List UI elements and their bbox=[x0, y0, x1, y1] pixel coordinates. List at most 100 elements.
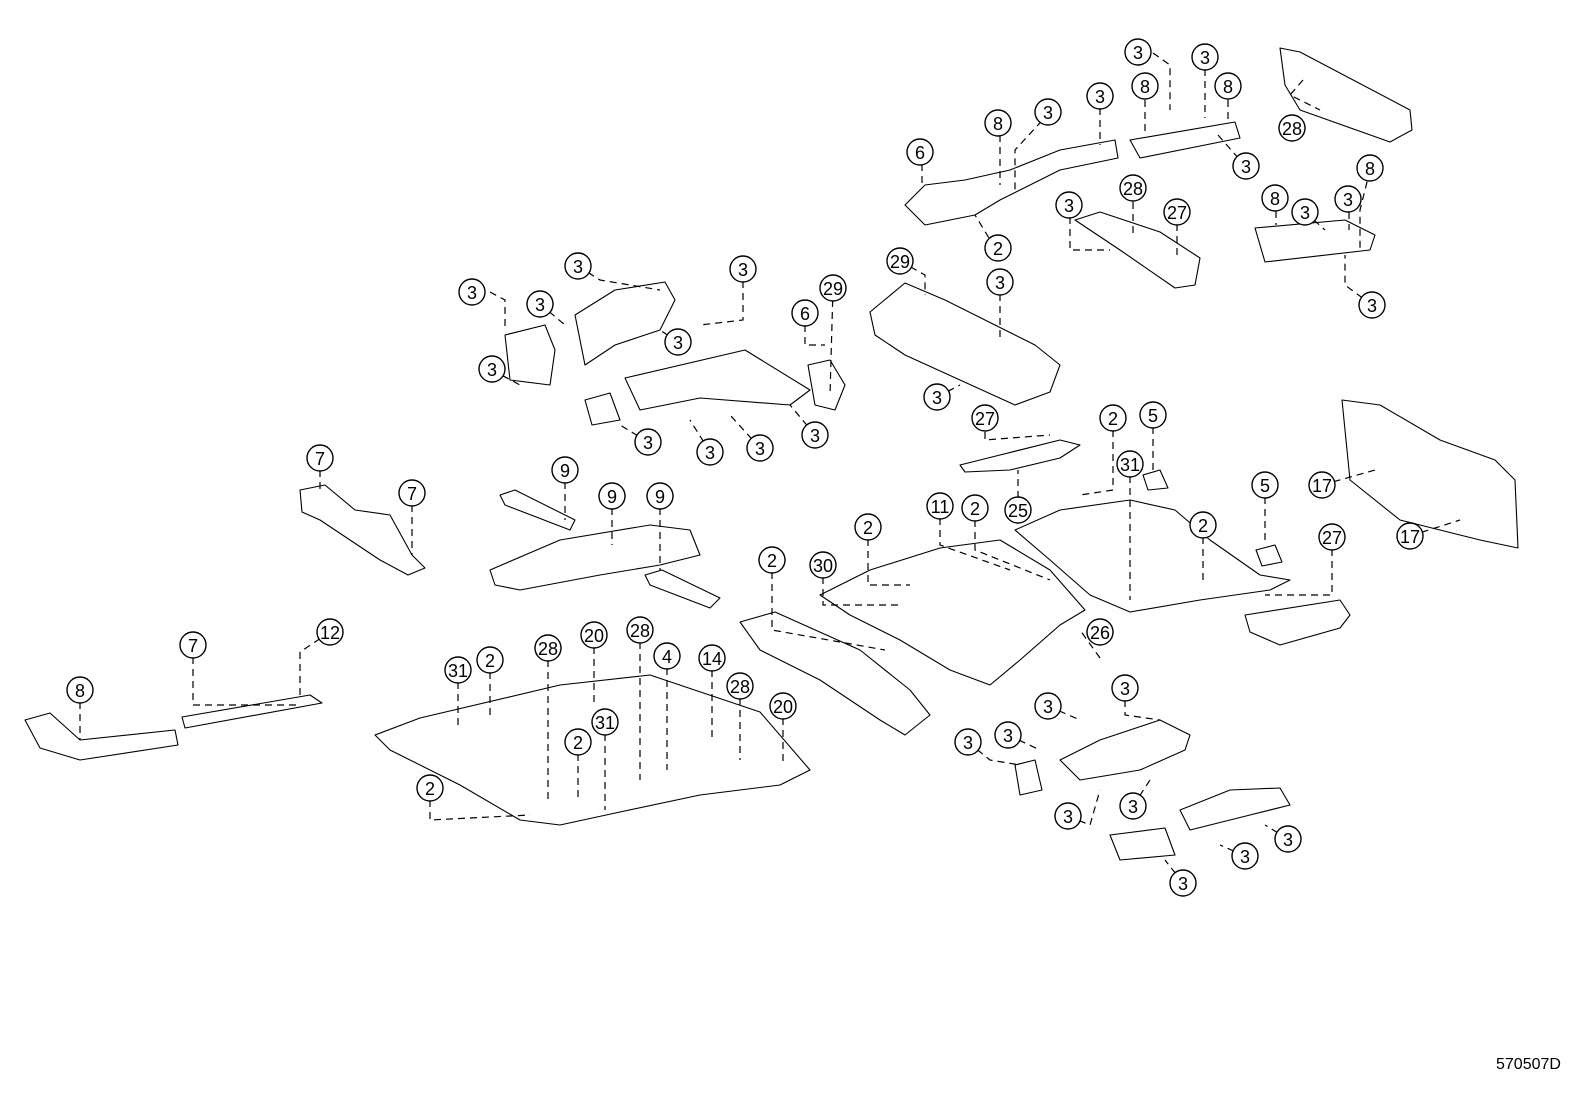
callout-circle bbox=[1308, 471, 1336, 499]
callout-number: 6 bbox=[915, 143, 925, 163]
callout-3: 3 bbox=[1111, 674, 1139, 702]
callout-28: 28 bbox=[1119, 174, 1147, 202]
short-member-outline bbox=[644, 569, 721, 609]
callout-circle bbox=[1116, 450, 1144, 478]
callout-number: 3 bbox=[467, 283, 477, 303]
callout-number: 31 bbox=[448, 661, 468, 681]
callout-circle bbox=[1119, 174, 1147, 202]
callout-circle bbox=[1169, 869, 1197, 897]
callout-number: 3 bbox=[1367, 296, 1377, 316]
callout-circle bbox=[1034, 692, 1062, 720]
callout-7: 7 bbox=[398, 479, 426, 507]
callout-circle bbox=[1054, 802, 1082, 830]
leader-line bbox=[967, 741, 1021, 766]
callout-number: 3 bbox=[1240, 847, 1250, 867]
center-crossmember-top-outline bbox=[1074, 211, 1201, 289]
front-side-member-outline bbox=[904, 139, 1119, 226]
callout-circle bbox=[1214, 72, 1242, 100]
callout-circle bbox=[961, 494, 989, 522]
callout-9: 9 bbox=[598, 482, 626, 510]
callout-number: 8 bbox=[1365, 159, 1375, 179]
callout-number: 7 bbox=[407, 484, 417, 504]
callout-circle bbox=[1356, 154, 1384, 182]
center-floor-pan-outline bbox=[819, 539, 1086, 686]
gusset-outline bbox=[807, 359, 846, 411]
callout-3: 3 bbox=[1055, 191, 1083, 219]
callout-circle bbox=[1334, 185, 1362, 213]
callout-number: 3 bbox=[1064, 196, 1074, 216]
callout-4: 4 bbox=[653, 642, 681, 670]
callout-number: 7 bbox=[188, 636, 198, 656]
callout-circle bbox=[923, 383, 951, 411]
callout-3: 3 bbox=[458, 278, 486, 306]
callout-number: 3 bbox=[643, 433, 653, 453]
callout-number: 3 bbox=[1128, 797, 1138, 817]
callout-3: 3 bbox=[1358, 291, 1386, 319]
callout-number: 25 bbox=[1008, 501, 1028, 521]
leader-line bbox=[577, 265, 661, 291]
callout-28: 28 bbox=[626, 616, 654, 644]
callout-circle bbox=[984, 234, 1012, 262]
callout-number: 26 bbox=[1090, 623, 1110, 643]
callout-3: 3 bbox=[746, 434, 774, 462]
diagram-code: 570507D bbox=[1496, 1056, 1561, 1073]
callout-circle bbox=[1318, 523, 1346, 551]
callout-number: 2 bbox=[970, 499, 980, 519]
callout-number: 3 bbox=[1095, 87, 1105, 107]
callout-number: 3 bbox=[1043, 103, 1053, 123]
leader-line bbox=[1409, 519, 1461, 537]
leader-line bbox=[974, 508, 1051, 581]
callout-number: 28 bbox=[730, 677, 750, 697]
leader-line bbox=[867, 527, 910, 586]
callout-number: 29 bbox=[823, 279, 843, 299]
callout-26: 26 bbox=[1086, 618, 1114, 646]
small-gusset-right-outline bbox=[1142, 469, 1169, 491]
callout-circle bbox=[994, 721, 1022, 749]
callout-number: 6 bbox=[800, 304, 810, 324]
callout-circle bbox=[769, 692, 797, 720]
callout-2: 2 bbox=[984, 234, 1012, 262]
callout-17: 17 bbox=[1396, 522, 1424, 550]
callout-circle bbox=[1191, 43, 1219, 71]
callout-number: 3 bbox=[1063, 807, 1073, 827]
callout-circle bbox=[306, 444, 334, 472]
callout-3: 3 bbox=[526, 290, 554, 318]
callout-circle bbox=[1086, 618, 1114, 646]
callout-3: 3 bbox=[1291, 198, 1319, 226]
callout-2: 2 bbox=[1099, 404, 1127, 432]
callout-circle bbox=[416, 774, 444, 802]
callout-number: 3 bbox=[1178, 874, 1188, 894]
callout-circle bbox=[1251, 471, 1279, 499]
callout-number: 29 bbox=[890, 252, 910, 272]
callout-circle bbox=[1004, 496, 1032, 524]
rear-extension-outline bbox=[1179, 787, 1291, 831]
callout-8: 8 bbox=[984, 109, 1012, 137]
callout-2: 2 bbox=[564, 728, 592, 756]
callout-6: 6 bbox=[906, 138, 934, 166]
callout-number: 3 bbox=[1283, 830, 1293, 850]
callout-number: 2 bbox=[425, 779, 435, 799]
callout-number: 3 bbox=[1043, 697, 1053, 717]
callout-3: 3 bbox=[1274, 825, 1302, 853]
callout-number: 28 bbox=[1123, 179, 1143, 199]
callout-2: 2 bbox=[416, 774, 444, 802]
sill-left-rear-outline bbox=[181, 694, 323, 729]
callout-circle bbox=[564, 728, 592, 756]
rear-floor-cross-member-rear-outline bbox=[1244, 599, 1351, 646]
callout-number: 3 bbox=[1300, 203, 1310, 223]
callout-8: 8 bbox=[1214, 72, 1242, 100]
rear-floor-pan-outline bbox=[1014, 499, 1291, 613]
callout-3: 3 bbox=[1231, 842, 1259, 870]
callout-5: 5 bbox=[1139, 401, 1167, 429]
callout-number: 3 bbox=[995, 273, 1005, 293]
callout-circle bbox=[664, 328, 692, 356]
callout-number: 5 bbox=[1260, 476, 1270, 496]
callout-circle bbox=[1086, 82, 1114, 110]
callout-circle bbox=[1231, 842, 1259, 870]
callout-circle bbox=[698, 644, 726, 672]
callout-circle bbox=[476, 646, 504, 674]
callout-circle bbox=[906, 138, 934, 166]
callout-number: 3 bbox=[1120, 679, 1130, 699]
callout-11: 11 bbox=[926, 492, 954, 520]
